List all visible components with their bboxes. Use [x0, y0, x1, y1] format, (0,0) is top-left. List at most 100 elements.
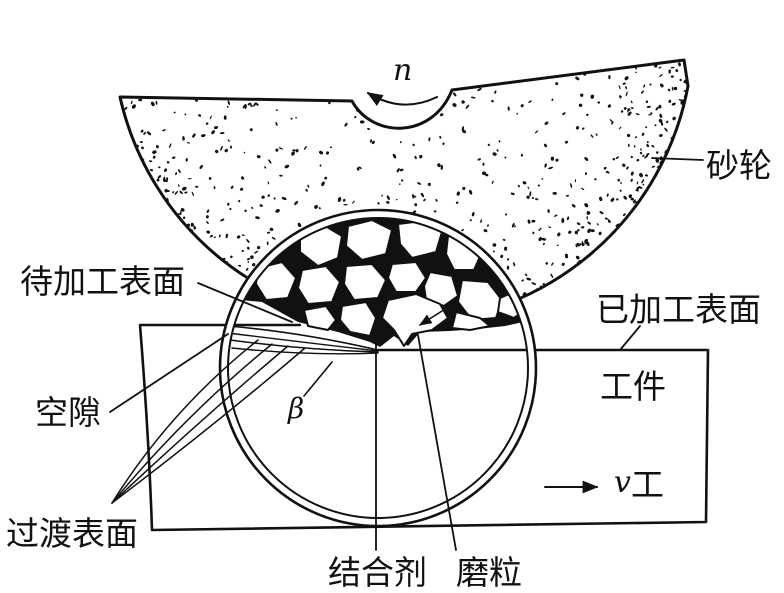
abrasive-speck: [128, 216, 131, 219]
abrasive-speck: [132, 200, 136, 204]
abrasive-speck: [198, 246, 202, 250]
abrasive-speck: [654, 124, 657, 127]
abrasive-speck: [179, 252, 183, 256]
abrasive-speck: [419, 154, 423, 159]
abrasive-speck: [412, 143, 415, 147]
abrasive-speck: [246, 68, 251, 72]
abrasive-speck: [237, 264, 242, 267]
abrasive-speck: [462, 186, 466, 190]
abrasive-speck: [250, 70, 255, 74]
abrasive-speck: [139, 141, 144, 143]
abrasive-speck: [125, 302, 128, 307]
abrasive-speck: [193, 290, 196, 293]
abrasive-speck: [179, 190, 183, 195]
abrasive-speck: [155, 100, 158, 105]
abrasive-speck: [642, 183, 645, 186]
abrasive-speck: [584, 172, 587, 176]
abrasive-speck: [182, 216, 186, 220]
abrasive-speck: [276, 93, 279, 97]
abrasive-speck: [526, 277, 532, 281]
abrasive-speck: [580, 93, 584, 97]
abrasive-speck: [190, 222, 193, 227]
abrasive-speck: [628, 194, 633, 199]
abrasive-speck: [410, 122, 413, 125]
abrasive-speck: [186, 303, 192, 307]
abrasive-speck: [417, 79, 422, 82]
abrasive-speck: [179, 211, 182, 216]
abrasive-speck: [138, 319, 142, 322]
abrasive-speck: [524, 273, 528, 277]
abrasive-speck: [598, 231, 602, 236]
rotation-arrow: [366, 92, 438, 107]
abrasive-speck: [342, 198, 346, 202]
abrasive-speck: [267, 194, 270, 197]
abrasive-speck: [333, 80, 338, 84]
abrasive-speck: [224, 148, 229, 153]
abrasive-speck: [589, 285, 593, 289]
abrasive-speck: [187, 284, 191, 288]
abrasive-speck: [676, 144, 680, 146]
abrasive-speck: [381, 194, 384, 197]
abrasive-speck: [230, 255, 233, 259]
abrasive-speck: [634, 136, 638, 139]
abrasive-speck: [646, 144, 650, 148]
abrasive-speck: [557, 297, 561, 301]
abrasive-speck: [423, 198, 426, 202]
abrasive-speck: [684, 238, 687, 241]
abrasive-speck: [126, 187, 129, 191]
abrasive-speck: [137, 306, 140, 309]
abrasive-speck: [184, 191, 188, 194]
abrasive-speck: [412, 194, 415, 199]
abrasive-speck: [507, 258, 510, 261]
abrasive-speck: [141, 303, 145, 306]
abrasive-speck: [195, 60, 197, 64]
abrasive-speck: [577, 296, 581, 300]
abrasive-speck: [642, 154, 645, 157]
abrasive-speck: [280, 86, 285, 91]
abrasive-speck: [636, 228, 640, 232]
label-gap: 空隙: [35, 393, 101, 432]
abrasive-speck: [142, 245, 147, 248]
abrasive-speck: [135, 308, 138, 312]
abrasive-speck: [335, 60, 339, 65]
abrasive-speck: [213, 236, 216, 239]
abrasive-speck: [319, 164, 322, 167]
abrasive-speck: [370, 116, 373, 119]
abrasive-speck: [483, 229, 487, 232]
abrasive-speck: [641, 90, 644, 94]
abrasive-speck: [156, 178, 160, 182]
abrasive-speck: [228, 272, 231, 274]
abrasive-speck: [641, 215, 644, 219]
abrasive-speck: [599, 331, 604, 336]
abrasive-speck: [670, 170, 674, 173]
abrasive-speck: [176, 225, 180, 229]
abrasive-speck: [292, 85, 297, 89]
abrasive-speck: [165, 218, 170, 223]
abrasive-grain: [423, 271, 459, 307]
abrasive-speck: [537, 184, 541, 187]
abrasive-speck: [386, 200, 390, 204]
abrasive-speck: [545, 326, 549, 331]
abrasive-speck: [247, 246, 250, 250]
abrasive-speck: [162, 75, 165, 80]
abrasive-speck: [437, 163, 441, 168]
abrasive-speck: [677, 244, 681, 247]
abrasive-grain: [343, 263, 387, 301]
abrasive-speck: [646, 141, 649, 144]
abrasive-speck: [329, 146, 333, 149]
abrasive-speck: [193, 226, 197, 230]
abrasive-grain: [303, 305, 337, 331]
abrasive-speck: [484, 173, 489, 177]
abrasive-speck: [325, 151, 330, 155]
abrasive-speck: [564, 253, 569, 259]
abrasive-speck: [668, 99, 672, 104]
abrasive-speck: [435, 198, 438, 202]
abrasive-speck: [158, 318, 163, 322]
abrasive-speck: [279, 174, 283, 177]
abrasive-speck: [522, 181, 527, 185]
abrasive-speck: [304, 145, 307, 150]
abrasive-speck: [321, 181, 325, 187]
abrasive-speck: [310, 92, 314, 96]
abrasive-speck: [169, 143, 172, 149]
abrasive-speck: [358, 166, 362, 170]
